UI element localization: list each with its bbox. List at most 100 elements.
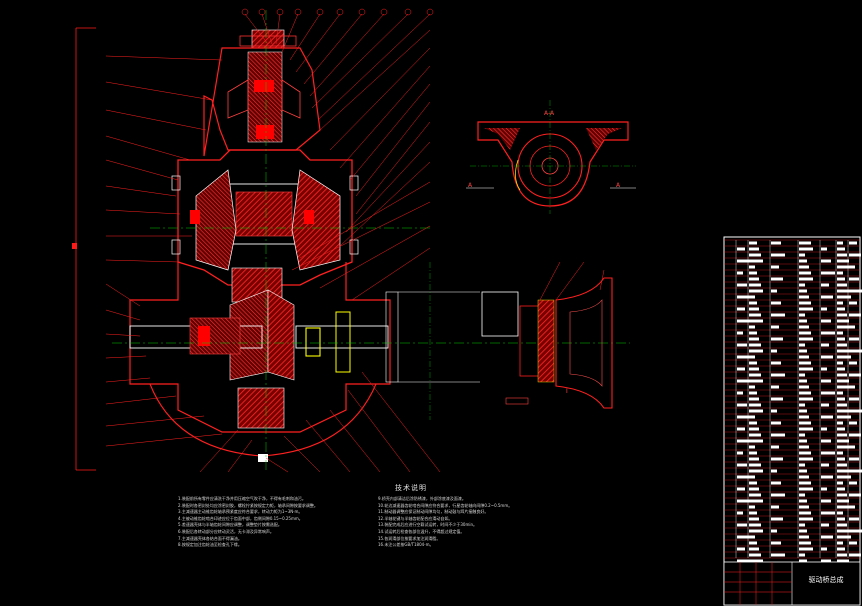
parts-list-entry: [837, 385, 851, 389]
parts-list-entry: [821, 343, 829, 347]
parts-list-entry: [771, 409, 777, 413]
parts-list-entry: [849, 373, 861, 377]
parts-list-entry: [821, 247, 827, 251]
parts-list-entry: [799, 547, 813, 551]
parts-list-entry: [749, 493, 761, 497]
parts-list-entry: [737, 439, 749, 443]
parts-list-entry: [849, 421, 857, 425]
parts-list-entry: [799, 493, 805, 497]
parts-list-entry: [837, 511, 843, 515]
parts-list-entry: [749, 469, 763, 473]
parts-list-entry: [737, 355, 751, 359]
parts-list-entry: [737, 511, 743, 515]
parts-list-entry: [837, 337, 845, 341]
parts-list-entry: [737, 259, 749, 263]
parts-list-entry: [849, 349, 862, 353]
parts-list-entry: [737, 535, 751, 539]
parts-list-entry: [821, 511, 835, 515]
parts-list-entry: [799, 499, 807, 503]
parts-list-entry: [737, 499, 749, 503]
parts-list-entry: [837, 409, 849, 413]
parts-list-entry: [771, 445, 779, 449]
parts-list-entry: [771, 265, 779, 269]
parts-list-entry: [749, 313, 761, 317]
parts-list-entry: [849, 265, 855, 269]
parts-list-entry: [749, 331, 757, 335]
parts-list-entry: [837, 331, 843, 335]
parts-list-entry: [821, 403, 829, 407]
parts-list-entry: [771, 325, 779, 329]
parts-list-entry: [849, 529, 862, 533]
parts-list-entry: [737, 487, 745, 491]
parts-list-entry: [799, 301, 811, 305]
parts-list-entry: [737, 547, 745, 551]
parts-list-entry: [849, 493, 861, 497]
parts-list-entry: [749, 463, 761, 467]
parts-list-entry: [821, 295, 833, 299]
parts-list-entry: [737, 403, 747, 407]
parts-list-entry: [837, 517, 845, 521]
section-label-top: A-A: [544, 110, 555, 117]
parts-list-entry: [799, 355, 809, 359]
parts-list-entry: [837, 241, 843, 245]
parts-list-entry: [749, 403, 761, 407]
parts-list-entry: [837, 553, 847, 557]
parts-list-entry: [771, 493, 785, 497]
parts-list-entry: [821, 391, 835, 395]
parts-list-entry: [749, 343, 761, 347]
parts-list-entry: [737, 247, 745, 251]
parts-list-entry: [837, 451, 843, 455]
title-block: [723, 236, 862, 606]
technical-notes-title: 技术说明: [395, 484, 427, 492]
parts-list-entry: [821, 559, 831, 563]
parts-list-entry: [837, 421, 843, 425]
parts-list-entry: [799, 367, 813, 371]
parts-list-entry: [837, 271, 843, 275]
parts-list-entry: [837, 361, 843, 365]
parts-list-entry: [821, 547, 827, 551]
parts-list-entry: [799, 409, 807, 413]
section-label-right: A: [616, 182, 621, 189]
parts-list-entry: [821, 367, 827, 371]
parts-list-entry: [837, 355, 851, 359]
parts-list-entry: [799, 487, 813, 491]
main-section-view: [112, 10, 630, 470]
parts-list-entry: [849, 385, 855, 389]
parts-list-entry: [821, 307, 827, 311]
parts-list-entry: [799, 469, 807, 473]
parts-list-entry: [799, 349, 807, 353]
parts-list-entry: [799, 241, 811, 245]
parts-list-entry: [837, 367, 845, 371]
parts-list-entry: [837, 475, 851, 479]
parts-list-entry: [749, 475, 755, 479]
parts-list-entry: [749, 487, 759, 491]
parts-list-entry: [799, 415, 809, 419]
section-a-a-view: [466, 100, 636, 214]
parts-list-entry: [771, 421, 781, 425]
parts-list-entry: [749, 295, 755, 299]
parts-list-entry: [749, 481, 757, 485]
parts-list-entry: [749, 265, 755, 269]
parts-list-entry: [771, 241, 781, 245]
parts-list-entry: [849, 313, 861, 317]
parts-list-entry: [749, 409, 763, 413]
parts-list-entry: [837, 439, 849, 443]
parts-list-entry: [771, 361, 781, 365]
parts-list-entry: [837, 547, 845, 551]
parts-list-entry: [771, 505, 779, 509]
parts-list-entry: [737, 367, 745, 371]
parts-list-entry: [737, 343, 747, 347]
parts-list-entry: [799, 463, 805, 467]
parts-list-entry: [849, 361, 857, 365]
parts-list-entry: [749, 415, 755, 419]
parts-list-entry: [837, 529, 849, 533]
parts-list-entry: [771, 277, 783, 281]
technical-notes-right: 9.桥壳内部清洁后涂防锈漆，外部涂底漆及面漆。 10.轮边减速器齿轮啮合间隙应符…: [378, 496, 513, 548]
parts-list-entry: [849, 289, 862, 293]
parts-list-entry: [849, 469, 862, 473]
section-label-left: A: [468, 182, 473, 189]
technical-notes-left: 1.装配前所有零件应清洗干净并用压缩空气吹干净，不得有毛刺和油污。 2.装配时各…: [178, 496, 318, 548]
parts-list-entry: [849, 457, 859, 461]
parts-list-entry: [799, 277, 813, 281]
